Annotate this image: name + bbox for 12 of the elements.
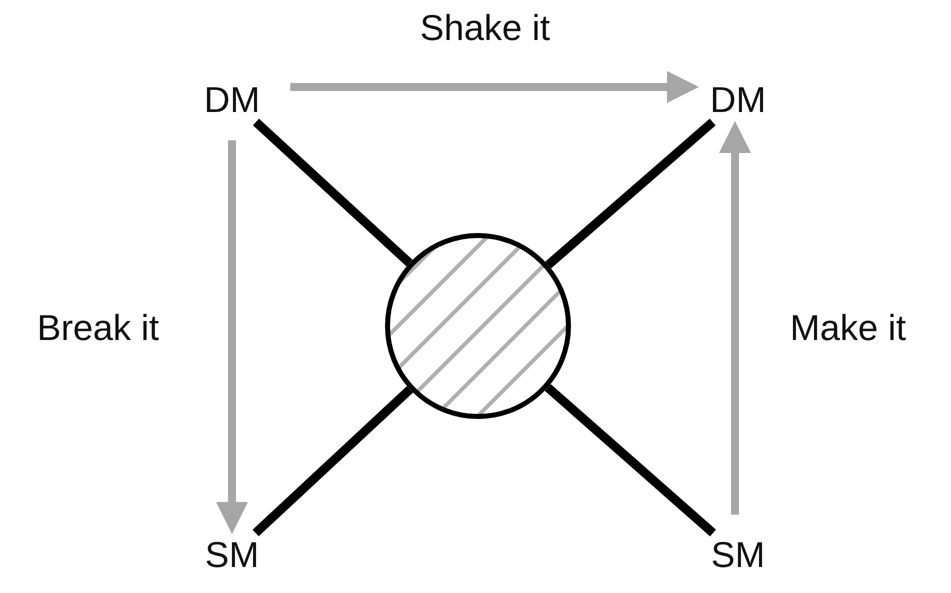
- arrow: [216, 140, 248, 534]
- particle-label: SM: [711, 537, 765, 573]
- connector-line: [545, 118, 716, 268]
- particle-label: DM: [710, 82, 766, 118]
- connector-line: [544, 384, 716, 536]
- hatched-circle: [385, 233, 571, 419]
- connector-line: [252, 118, 413, 266]
- arrow: [719, 121, 751, 515]
- connector-line: [252, 386, 413, 536]
- arrow: [290, 71, 699, 103]
- particle-label: SM: [205, 537, 259, 573]
- particle-label: DM: [204, 82, 260, 118]
